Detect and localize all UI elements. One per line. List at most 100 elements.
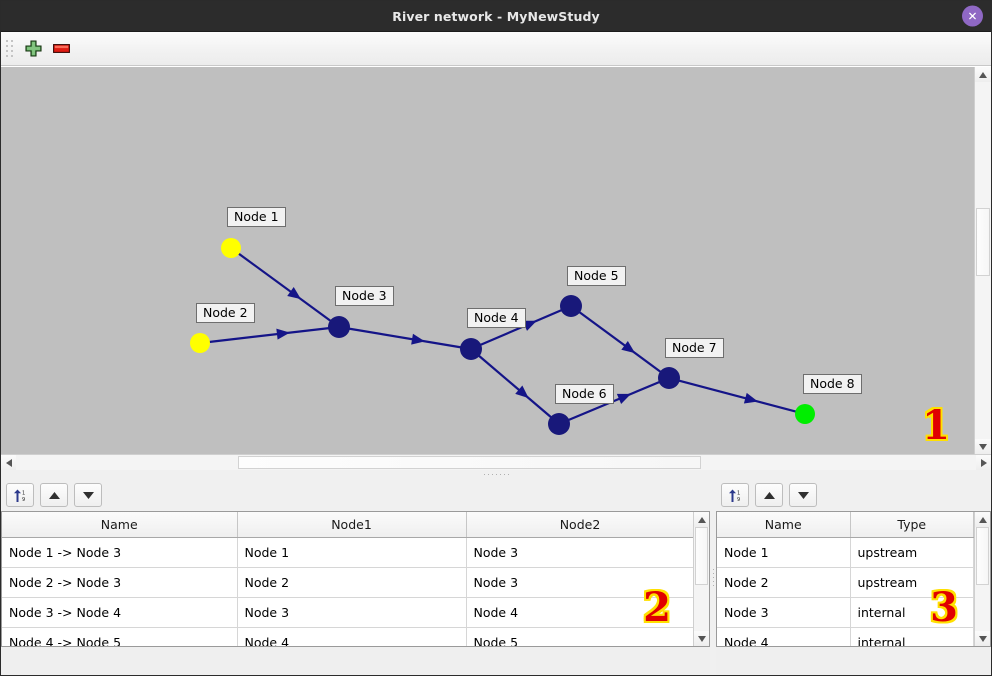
graph-node-label-node-3[interactable]: Node 3 — [335, 286, 394, 306]
graph-hscroll-track[interactable] — [16, 455, 976, 470]
scroll-down-arrow-icon[interactable] — [694, 631, 709, 646]
graph-edge[interactable] — [237, 252, 332, 322]
table-cell[interactable]: Node 4 -> Node 5 — [2, 627, 238, 646]
scroll-down-arrow-icon[interactable] — [975, 439, 991, 454]
graph-node-label-node-5[interactable]: Node 5 — [567, 266, 626, 286]
table-cell[interactable]: Node 3 — [466, 537, 693, 568]
table-cell[interactable]: upstream — [850, 537, 974, 568]
column-header-node2[interactable]: Node2 — [466, 512, 693, 538]
column-header-node1[interactable]: Node1 — [237, 512, 467, 538]
nodes-table-vscroll-thumb[interactable] — [976, 527, 989, 585]
edges-table-vertical-scrollbar[interactable] — [693, 512, 709, 646]
graph-edge[interactable] — [348, 327, 462, 349]
triangle-up-icon — [763, 491, 775, 499]
add-node-button[interactable] — [19, 35, 47, 63]
graph-vscroll-thumb[interactable] — [976, 208, 990, 276]
table-cell[interactable]: Node 2 -> Node 3 — [2, 567, 238, 598]
sort-button[interactable]: 1 9 — [6, 483, 34, 507]
graph-edge[interactable] — [208, 327, 330, 344]
graph-edge[interactable] — [678, 379, 797, 413]
window-title: River network - MyNewStudy — [392, 8, 600, 24]
nodes-table-vscroll-track[interactable] — [975, 527, 990, 631]
table-cell[interactable]: Node 3 — [717, 597, 851, 628]
graph-node-label-node-7[interactable]: Node 7 — [665, 338, 724, 358]
graph-node-node-4[interactable] — [460, 338, 482, 360]
table-cell[interactable]: Node 4 — [237, 627, 467, 646]
column-header-type[interactable]: Type — [850, 512, 974, 538]
scroll-down-arrow-icon[interactable] — [975, 631, 990, 646]
table-cell[interactable]: Node 5 — [466, 627, 693, 646]
table-cell[interactable]: Node 4 — [717, 627, 851, 646]
table-cell[interactable]: Node 4 — [466, 597, 693, 628]
delete-node-button[interactable] — [47, 35, 75, 63]
edges-table-vscroll-track[interactable] — [694, 527, 709, 631]
graph-node-label-node-6[interactable]: Node 6 — [555, 384, 614, 404]
table-cell[interactable]: internal — [850, 597, 974, 628]
graph-node-node-2[interactable] — [190, 333, 210, 353]
graph-node-label-node-1[interactable]: Node 1 — [227, 207, 286, 227]
graph-node-node-5[interactable] — [560, 295, 582, 317]
close-icon[interactable] — [962, 5, 983, 27]
column-header-name[interactable]: Name — [717, 512, 851, 538]
nodes-table-vertical-scrollbar[interactable] — [974, 512, 990, 646]
graph-node-node-1[interactable] — [221, 238, 241, 258]
network-graph-canvas[interactable]: Node 1 Node 2 Node 3 Node 4 Node 5 Node 6 Node… — [1, 67, 974, 454]
graph-edge[interactable] — [477, 354, 553, 419]
graph-node-label-node-4[interactable]: Node 4 — [467, 308, 526, 328]
scroll-up-arrow-icon[interactable] — [975, 67, 991, 82]
graph-node-label-node-2[interactable]: Node 2 — [196, 303, 255, 323]
table-cell[interactable]: Node 3 — [237, 597, 467, 628]
table-cell[interactable]: Node 1 — [237, 537, 467, 568]
column-header-name[interactable]: Name — [2, 512, 238, 538]
move-up-button[interactable] — [40, 483, 68, 507]
svg-text:1: 1 — [737, 490, 740, 496]
table-cell[interactable]: Node 1 — [717, 537, 851, 568]
scroll-up-arrow-icon[interactable] — [694, 512, 709, 527]
graph-node-node-8[interactable] — [795, 404, 815, 424]
table-cell[interactable]: Node 1 -> Node 3 — [2, 537, 238, 568]
sort-button[interactable]: 1 9 — [721, 483, 749, 507]
graph-edge-arrowhead — [515, 385, 529, 399]
graph-node-node-3[interactable] — [328, 316, 350, 338]
sort-ascending-icon: 1 9 — [728, 489, 740, 503]
move-up-button[interactable] — [755, 483, 783, 507]
scroll-up-arrow-icon[interactable] — [975, 512, 990, 527]
graph-vertical-scrollbar[interactable] — [974, 67, 991, 454]
scroll-right-arrow-icon[interactable] — [976, 455, 991, 470]
graph-node-node-7[interactable] — [658, 367, 680, 389]
network-graph-panel: Node 1 Node 2 Node 3 Node 4 Node 5 Node 6 Node… — [1, 66, 991, 470]
table-cell[interactable]: internal — [850, 627, 974, 646]
vertical-splitter[interactable] — [710, 479, 716, 675]
table-cell[interactable]: Node 2 — [717, 567, 851, 598]
graph-hscroll-thumb[interactable] — [238, 456, 701, 469]
toolbar-drag-handle[interactable] — [5, 38, 13, 60]
graph-edge[interactable] — [578, 311, 662, 373]
table-cell[interactable]: upstream — [850, 567, 974, 598]
move-down-button[interactable] — [74, 483, 102, 507]
graph-horizontal-scrollbar[interactable] — [1, 454, 991, 470]
graph-node-node-6[interactable] — [548, 413, 570, 435]
horizontal-splitter[interactable] — [1, 470, 991, 479]
graph-edge[interactable] — [567, 380, 661, 422]
move-down-button[interactable] — [789, 483, 817, 507]
graph-node-label-node-8[interactable]: Node 8 — [803, 374, 862, 394]
scroll-left-arrow-icon[interactable] — [1, 455, 16, 470]
edges-table-vscroll-thumb[interactable] — [695, 527, 708, 585]
table-cell[interactable]: Node 2 — [237, 567, 467, 598]
table-cell[interactable]: Node 3 — [466, 567, 693, 598]
table-cell[interactable]: Node 3 -> Node 4 — [2, 597, 238, 628]
graph-vscroll-track[interactable] — [975, 82, 991, 439]
